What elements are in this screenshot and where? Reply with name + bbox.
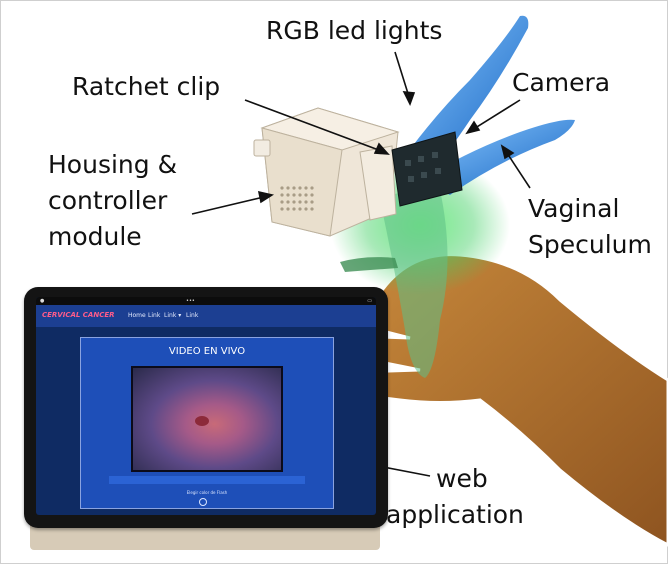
live-video-feed bbox=[131, 366, 283, 472]
speculum-lever bbox=[340, 257, 398, 272]
battery-icon: ▭ bbox=[367, 298, 372, 304]
label-housing-line3: module bbox=[48, 222, 142, 251]
status-bar: ● ••• ▭ bbox=[36, 297, 376, 305]
nav-link-3[interactable]: Link bbox=[186, 312, 199, 319]
cervix-image bbox=[195, 416, 209, 426]
nav-home[interactable]: Home bbox=[128, 312, 146, 319]
web-navbar: CERVICAL CANCER Home Link Link ▾ Link bbox=[36, 305, 376, 327]
video-title: VIDEO EN VIVO bbox=[168, 346, 246, 357]
tablet-screen: ● ••• ▭ CERVICAL CANCER Home Link Link ▾… bbox=[36, 297, 376, 515]
nav-link-1[interactable]: Link bbox=[148, 312, 161, 319]
speculum-upper-blade bbox=[395, 15, 529, 175]
video-panel: VIDEO EN VIVO Elegir color de Flash bbox=[80, 337, 334, 509]
annotation-arrows bbox=[191, 51, 531, 477]
label-web-line2: application bbox=[386, 500, 524, 529]
tablet: ● ••• ▭ CERVICAL CANCER Home Link Link ▾… bbox=[24, 287, 388, 528]
label-housing-line2: controller bbox=[48, 186, 168, 215]
flash-color-slider[interactable] bbox=[199, 498, 207, 506]
status-left: ● bbox=[40, 298, 45, 304]
capture-field[interactable] bbox=[109, 476, 305, 484]
label-housing-line1: Housing & bbox=[48, 150, 178, 179]
vent-grid bbox=[280, 186, 314, 211]
label-rgb-led-lights: RGB led lights bbox=[266, 16, 443, 45]
label-speculum-line1: Vaginal bbox=[528, 194, 620, 223]
camera-board bbox=[391, 131, 463, 207]
label-web-line1: web bbox=[436, 464, 488, 493]
status-center: ••• bbox=[186, 298, 195, 304]
label-ratchet-clip: Ratchet clip bbox=[72, 72, 221, 101]
flash-color-label: Elegir color de Flash bbox=[186, 490, 228, 495]
brand-logo[interactable]: CERVICAL CANCER bbox=[42, 311, 115, 319]
label-speculum-line2: Speculum bbox=[528, 230, 652, 259]
nav-link-dropdown[interactable]: Link ▾ bbox=[164, 312, 182, 319]
label-camera: Camera bbox=[512, 68, 611, 97]
speculum-handle bbox=[380, 190, 448, 378]
